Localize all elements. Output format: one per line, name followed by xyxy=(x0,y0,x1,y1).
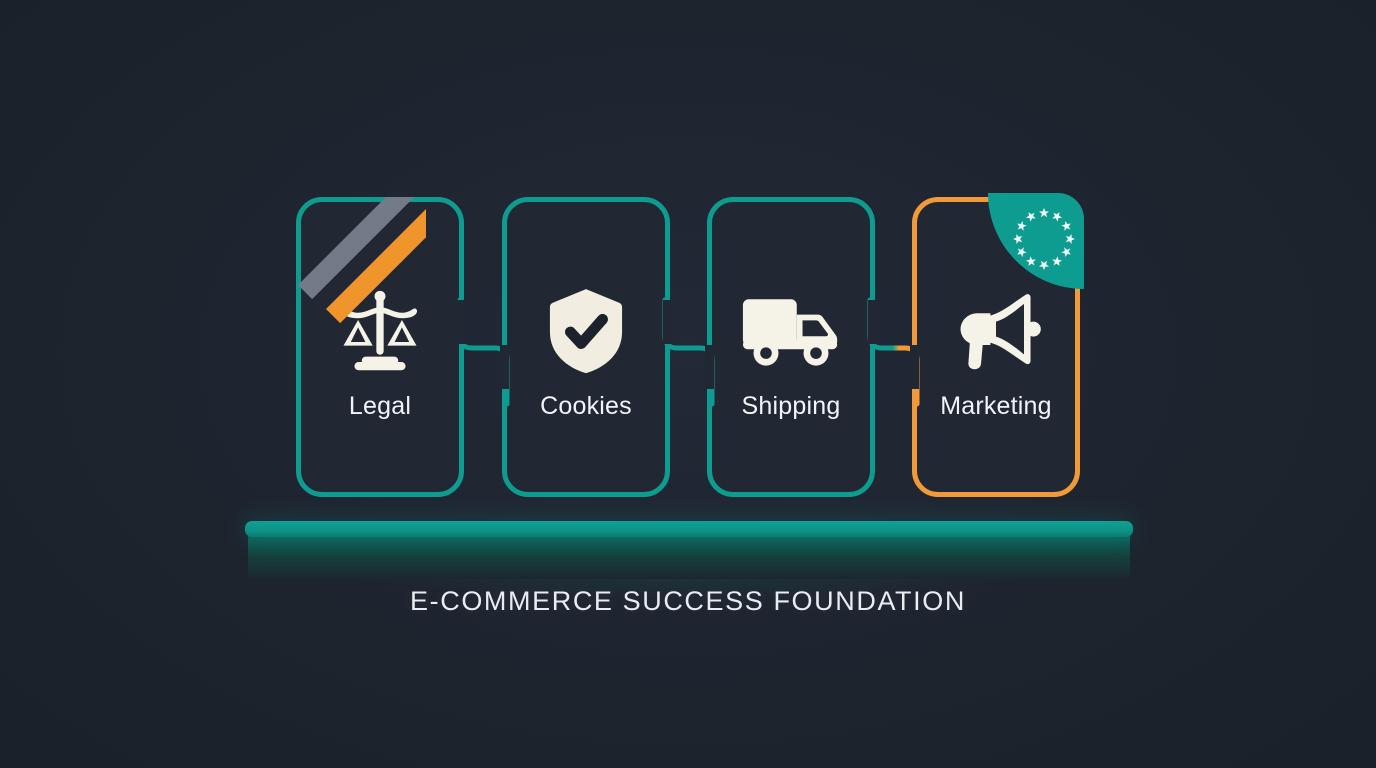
card-cookies-icon xyxy=(502,283,670,379)
card-marketing[interactable]: Marketing xyxy=(910,193,1084,497)
card-cookies[interactable]: Cookies xyxy=(500,197,672,497)
platform-top-surface xyxy=(245,521,1133,537)
card-legal-label: Legal xyxy=(348,392,412,420)
card-legal-border-notch-right xyxy=(457,300,466,344)
eu-stars-icon xyxy=(1013,208,1075,270)
card-marketing-border-notch-left xyxy=(910,345,919,389)
card-marketing-icon xyxy=(912,283,1080,379)
card-shipping[interactable]: Shipping xyxy=(705,197,877,497)
card-shipping-border-notch-right xyxy=(868,300,877,344)
platform-body xyxy=(248,533,1130,579)
card-cookies-label: Cookies xyxy=(540,392,632,420)
card-legal[interactable]: Legal xyxy=(296,197,466,497)
card-shipping-icon xyxy=(707,283,875,379)
page-title: E-COMMERCE SUCCESS FOUNDATION xyxy=(410,586,966,616)
foundation-platform xyxy=(245,521,1133,579)
delivery-truck-icon xyxy=(742,299,838,366)
card-shipping-border-notch-left xyxy=(705,345,714,389)
legal-corner-ribbon xyxy=(296,197,426,327)
eu-compliance-badge xyxy=(988,193,1084,289)
scales-of-justice-icon xyxy=(342,290,418,371)
card-cookies-border-notch-left xyxy=(500,345,509,389)
card-cookies-border-notch-right xyxy=(663,300,672,344)
card-shipping-label: Shipping xyxy=(741,392,841,420)
card-marketing-label: Marketing xyxy=(940,392,1052,420)
megaphone-icon xyxy=(960,294,1041,370)
shield-check-icon xyxy=(549,289,623,374)
card-legal-icon xyxy=(296,283,464,379)
